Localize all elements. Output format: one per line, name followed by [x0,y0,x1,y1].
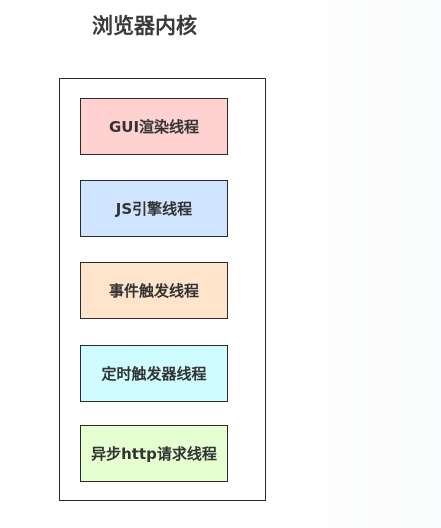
diagram-title: 浏览器内核 [92,14,197,38]
thread-box-timer-trigger: 定时触发器线程 [80,345,228,402]
thread-label: 异步http请求线程 [91,444,217,463]
thread-box-js-engine: JS引擎线程 [80,180,228,237]
background-shade [266,0,441,528]
thread-box-async-http: 异步http请求线程 [80,425,228,482]
thread-box-gui-render: GUI渲染线程 [80,98,228,155]
thread-label: GUI渲染线程 [108,117,200,136]
thread-box-event-trigger: 事件触发线程 [80,262,228,319]
thread-label: 事件触发线程 [108,281,199,300]
thread-label: JS引擎线程 [115,199,193,218]
thread-label: 定时触发器线程 [101,364,207,383]
